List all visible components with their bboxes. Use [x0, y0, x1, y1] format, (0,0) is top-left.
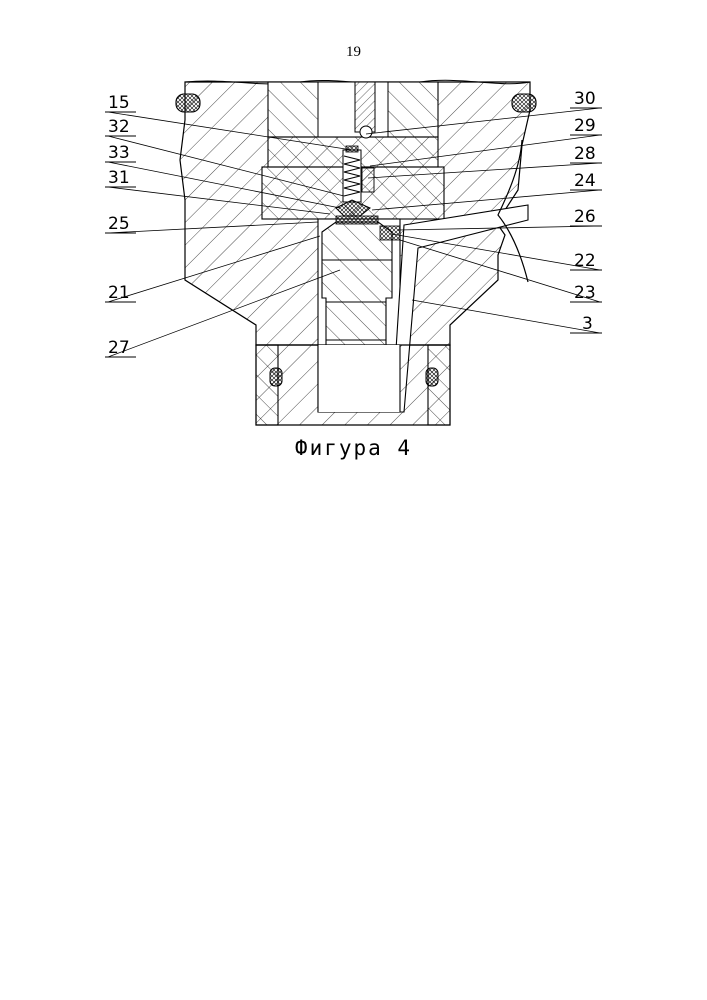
callout-22: 22 — [574, 251, 596, 271]
figure-caption: Фигура 4 — [0, 436, 707, 460]
ball-valve — [360, 126, 372, 138]
o-ring-right — [512, 94, 536, 112]
stem-bore — [318, 345, 400, 412]
callout-3: 3 — [582, 314, 593, 334]
o-ring-stem-left — [270, 368, 282, 386]
callout-21: 21 — [108, 283, 130, 303]
callout-31: 31 — [108, 168, 130, 188]
upper-insert-center — [318, 82, 388, 137]
callout-15: 15 — [108, 93, 130, 113]
callout-29: 29 — [574, 116, 596, 136]
upper-insert-left — [268, 82, 318, 137]
callout-23: 23 — [574, 283, 596, 303]
callout-24: 24 — [574, 171, 596, 191]
channel-plug — [380, 226, 400, 240]
callout-28: 28 — [574, 144, 596, 164]
center-stem — [355, 82, 375, 132]
callout-32: 32 — [108, 117, 130, 137]
piston-top — [336, 216, 378, 224]
callout-30: 30 — [574, 89, 596, 109]
callout-25: 25 — [108, 214, 130, 234]
callout-27: 27 — [108, 338, 130, 358]
o-ring-left — [176, 94, 200, 112]
o-ring-stem-right — [426, 368, 438, 386]
callout-33: 33 — [108, 143, 130, 163]
callout-26: 26 — [574, 207, 596, 227]
small-pin — [362, 168, 374, 192]
